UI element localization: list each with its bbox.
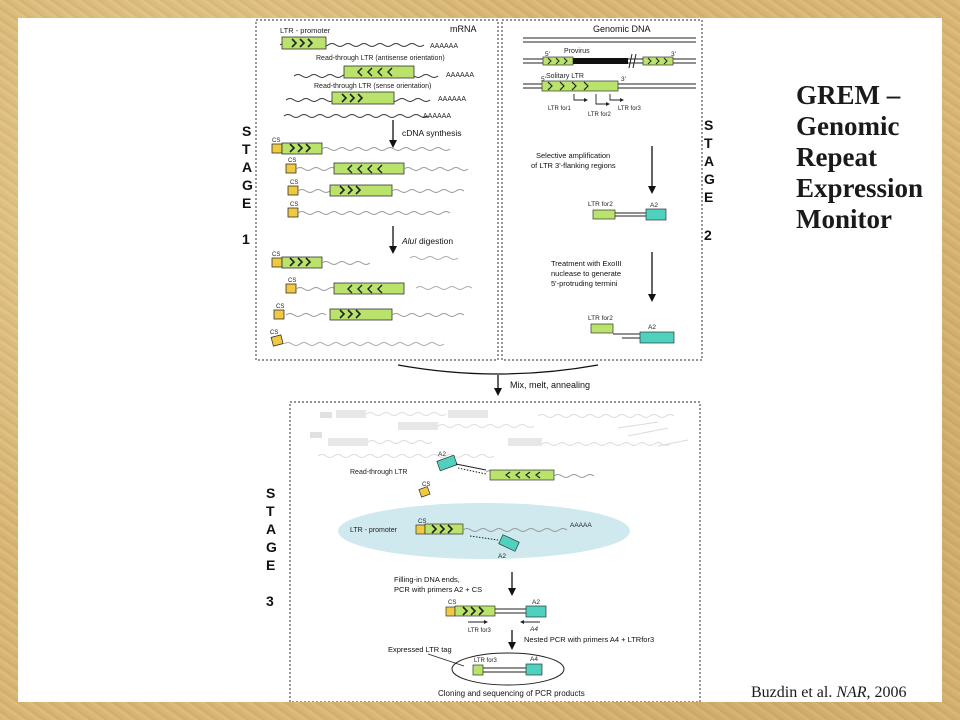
svg-text:E: E [704,189,713,205]
svg-text:CS: CS [422,482,430,488]
svg-text:A2: A2 [438,451,446,458]
svg-text:S: S [704,117,713,133]
ltr-promoter-stage3-label: LTR - promoter [350,527,398,534]
svg-text:CS: CS [272,138,280,144]
alu-digestion-label: AluI digestion [401,236,453,246]
svg-text:A2: A2 [498,553,506,560]
svg-text:5': 5' [545,51,550,58]
svg-text:E: E [242,195,251,211]
svg-text:1: 1 [242,231,250,247]
svg-text:3: 3 [266,593,274,609]
slide-title: GREM – Genomic Repeat Expression Monitor [796,80,956,235]
svg-text:LTR for2: LTR for2 [588,315,613,322]
svg-text:S: S [242,123,251,139]
svg-text:Filling-in DNA ends,: Filling-in DNA ends, [394,575,460,584]
digested-rows: CS CS CS CS [270,252,473,347]
ltr-promoter-label: LTR - promoter [280,26,331,35]
citation-journal: NAR [836,684,867,701]
svg-text:of LTR 3'-flanking regions: of LTR 3'-flanking regions [531,161,616,170]
grem-diagram: mRNA S T A G E 1 LTR - promoter AAAAAA R… [242,19,715,702]
svg-text:2: 2 [704,227,712,243]
svg-text:LTR for3: LTR for3 [468,628,492,634]
title-line: Monitor [796,204,892,234]
svg-text:T: T [704,135,713,151]
svg-text:CS: CS [290,202,298,208]
svg-text:LTR for2: LTR for2 [588,201,613,208]
readthrough-sense-label: Read-through LTR (sense orientation) [314,83,431,90]
citation-author: Buzdin et al. [751,684,833,701]
svg-text:AAAAA: AAAAA [570,522,592,529]
svg-text:CS: CS [288,158,296,164]
svg-text:AAAAAA: AAAAAA [446,72,474,79]
svg-text:A4: A4 [529,626,538,633]
expressed-tag-label: Expressed LTR tag [388,645,452,654]
title-line: GREM – [796,80,901,110]
cdna-rows: CS CS CS CS [271,138,469,218]
citation-year: , 2006 [866,684,907,701]
solitary-ltr-label: Solitary LTR [546,73,584,80]
svg-text:5': 5' [541,76,546,83]
mrna-header: mRNA [450,24,477,34]
svg-text:CS: CS [418,519,426,525]
svg-text:A: A [704,153,714,169]
svg-text:T: T [242,141,251,157]
stage1-label: S T A G E 1 [242,123,253,247]
readthrough-antisense-label: Read-through LTR (antisense orientation) [316,55,445,62]
svg-text:A2: A2 [532,599,540,606]
svg-text:A: A [266,521,276,537]
svg-text:3': 3' [621,76,626,83]
svg-text:CS: CS [290,180,298,186]
genomic-header: Genomic DNA [593,24,651,34]
svg-text:A2: A2 [648,324,656,331]
faded-fragments [310,410,689,458]
stage2-label: S T A G E 2 [704,117,715,243]
svg-text:PCR with primers A2 + CS: PCR with primers A2 + CS [394,585,482,594]
svg-text:3': 3' [671,51,676,58]
readthrough-ltr-label: Read-through LTR [350,469,407,476]
citation: Buzdin et al. NAR, 2006 [751,684,907,702]
svg-text:LTR for1: LTR for1 [548,106,572,112]
svg-text:A: A [242,159,252,175]
svg-text:LTR for3: LTR for3 [474,658,498,664]
svg-text:CS: CS [448,600,456,606]
svg-text:A2: A2 [650,202,658,209]
svg-text:G: G [266,539,277,555]
provirus-label: Provirus [564,48,590,55]
svg-text:LTR for2: LTR for2 [588,112,612,118]
stage3-label: S T A G E 3 [266,485,277,609]
svg-text:nuclease to generate: nuclease to generate [551,269,621,278]
svg-text:AAAAAA: AAAAAA [430,43,458,50]
cdna-synthesis-label: cDNA synthesis [402,128,462,138]
stage1-panel: mRNA S T A G E 1 LTR - promoter AAAAAA R… [242,19,499,361]
stage3-panel: S T A G E 3 Read-through LTR A2 [266,401,701,702]
svg-text:5'-protruding termini: 5'-protruding termini [551,279,618,288]
svg-text:CS: CS [276,304,284,310]
title-line: Expression [796,173,924,203]
svg-text:T: T [266,503,275,519]
slide: mRNA S T A G E 1 LTR - promoter AAAAAA R… [18,18,942,702]
svg-text:A4: A4 [530,656,538,663]
svg-text:E: E [266,557,275,573]
svg-text:AAAAAA: AAAAAA [438,96,466,103]
svg-text:LTR for3: LTR for3 [618,106,642,112]
svg-text:CS: CS [288,278,296,284]
svg-text:AAAAAA: AAAAAA [423,113,451,120]
title-line: Genomic [796,111,900,141]
svg-text:Selective amplification: Selective amplification [536,151,610,160]
title-line: Repeat [796,142,877,172]
mix-connector: Mix, melt, annealing [397,364,599,396]
stage2-panel: Genomic DNA S T A G E 2 5' Provirus 3' 5… [501,19,715,361]
svg-text:CS: CS [272,252,280,258]
svg-text:G: G [704,171,715,187]
nested-pcr-label: Nested PCR with primers A4 + LTRfor3 [524,635,654,644]
svg-text:S: S [266,485,275,501]
cloning-label: Cloning and sequencing of PCR products [438,689,585,698]
svg-text:G: G [242,177,253,193]
svg-text:Treatment with ExoIII: Treatment with ExoIII [551,259,622,268]
svg-text:CS: CS [270,330,278,336]
mix-label: Mix, melt, annealing [510,380,590,390]
